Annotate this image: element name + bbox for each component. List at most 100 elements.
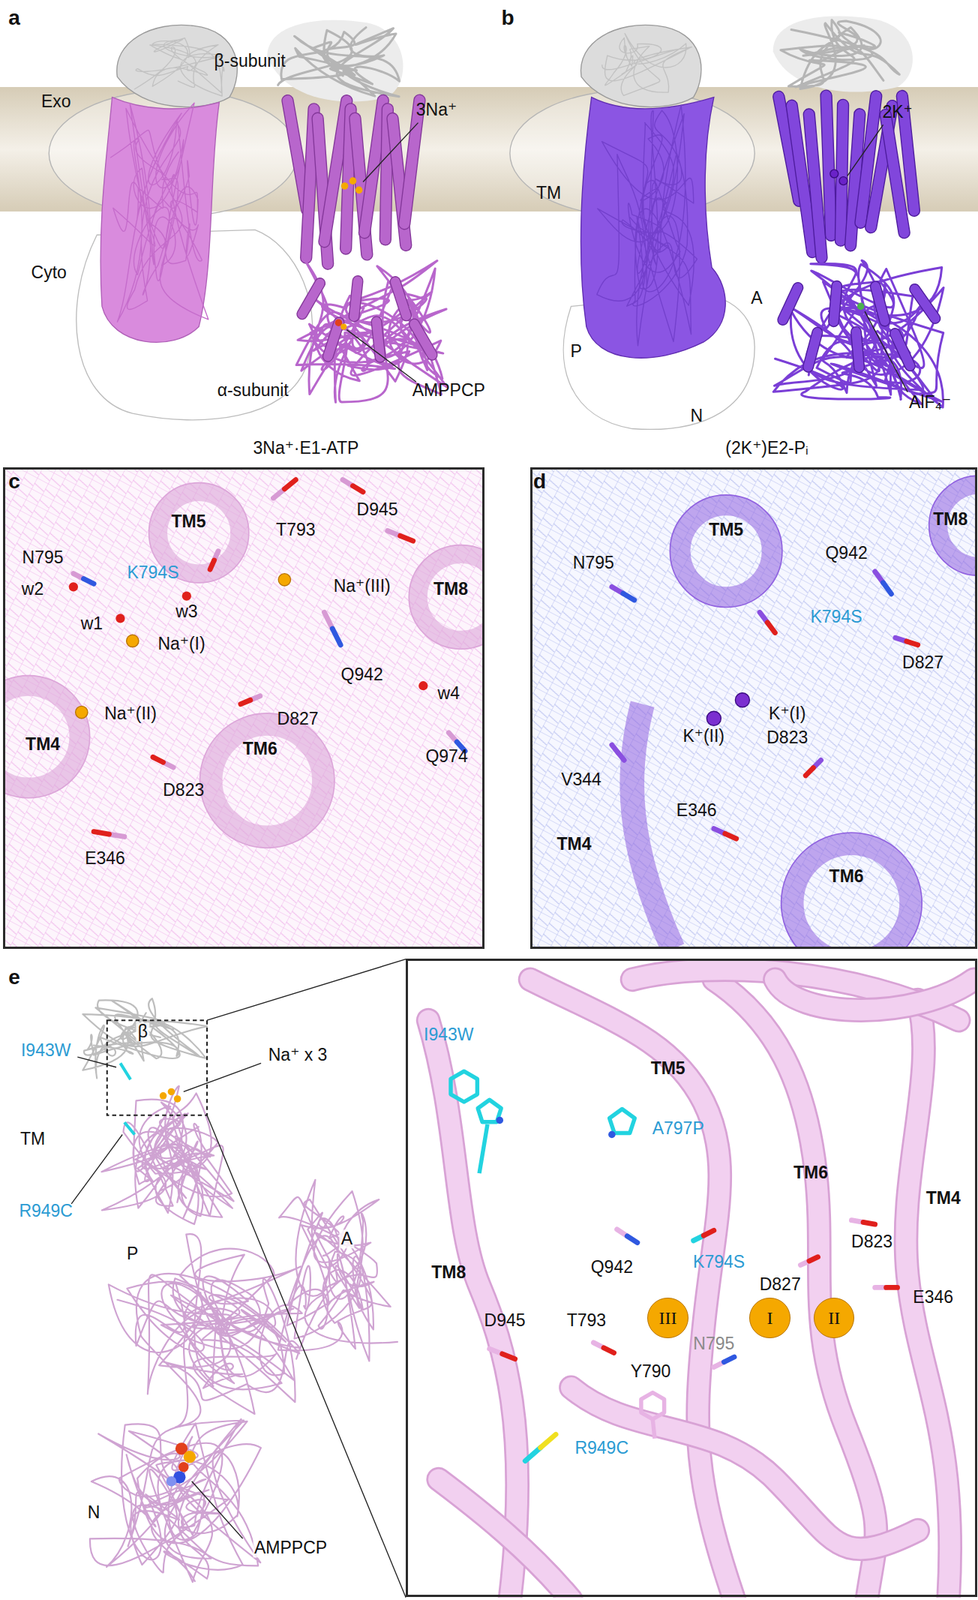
panel-b-art xyxy=(510,16,944,430)
leader-line xyxy=(71,1134,123,1203)
figure-label: Na⁺ x 3 xyxy=(268,1046,328,1065)
helix-tube xyxy=(530,979,735,1598)
atom-sphere xyxy=(183,1450,196,1463)
beta-density xyxy=(580,24,701,107)
helix-label: TM4 xyxy=(25,735,60,754)
leader-line xyxy=(847,124,884,176)
panel-a-art xyxy=(48,20,447,420)
residue-label: Q974 xyxy=(425,747,468,766)
residue-label: Q942 xyxy=(591,1258,633,1278)
atom-sphere xyxy=(126,634,139,647)
inset-box: I943WTM5A797PTM6TM4D823TM8Q942K794SD827E… xyxy=(405,958,977,1597)
helix-label: TM5 xyxy=(708,520,744,540)
helix-label: TM8 xyxy=(431,1263,466,1282)
residue-label: E346 xyxy=(912,1287,954,1307)
helix-tube-edge xyxy=(438,1479,572,1598)
cyto-ribbon xyxy=(773,260,944,408)
figure-label: A xyxy=(750,289,762,309)
helix-label: TM6 xyxy=(243,740,278,759)
atom-sphere xyxy=(839,177,848,186)
residue-stick-tip xyxy=(618,752,624,760)
atom-sphere xyxy=(418,681,428,690)
helix-cylinder xyxy=(850,326,865,373)
residue-label: D945 xyxy=(357,500,399,519)
helix-cylinder xyxy=(801,326,824,374)
helix-cylinder xyxy=(776,280,805,327)
residue-label: D827 xyxy=(902,653,944,672)
figure-label: AMPPCP xyxy=(412,381,486,400)
residue-label: K794S xyxy=(693,1253,745,1272)
residue-label: D823 xyxy=(851,1233,893,1252)
residue-stick-tip xyxy=(723,1356,735,1362)
atom-sphere xyxy=(159,1092,168,1100)
helix-tube-edge xyxy=(781,832,923,949)
residue-label: N795 xyxy=(573,553,615,573)
residue-stick xyxy=(479,1124,488,1173)
panel-letter: e xyxy=(8,965,21,989)
tm-ribbon xyxy=(101,1086,234,1224)
beta-cartoon-fill xyxy=(773,16,913,93)
residue-label: Y790 xyxy=(630,1362,672,1381)
helix-label: TM6 xyxy=(793,1163,828,1182)
figure-label: P xyxy=(125,1245,140,1264)
atom-sphere xyxy=(69,582,78,591)
residue-stick-tip xyxy=(603,1347,615,1353)
ion-site-circle: II xyxy=(813,1297,855,1338)
leader-line xyxy=(192,1481,243,1539)
site-number: I xyxy=(767,1308,774,1327)
site-number: III xyxy=(659,1308,678,1327)
residue-label: E346 xyxy=(676,801,717,820)
residue-stick xyxy=(525,1447,540,1461)
ion-site-circle: III xyxy=(647,1297,688,1338)
atom-sphere xyxy=(182,591,192,600)
atom-sphere xyxy=(341,182,349,190)
a-domain-ribbon xyxy=(278,1179,398,1362)
residue-label: D823 xyxy=(766,729,808,748)
helix-tube xyxy=(792,843,912,949)
residue-label: R949C xyxy=(574,1438,629,1458)
helix-tube-edge xyxy=(530,979,735,1598)
residue-label: w3 xyxy=(175,602,198,621)
figure-label: N xyxy=(690,406,703,426)
helix-cylinder xyxy=(820,90,837,242)
figure-label: 3Na⁺·E1-ATP xyxy=(253,439,360,459)
atom-sphere xyxy=(355,186,363,195)
residue-label: Na⁺(II) xyxy=(104,704,157,723)
helix-tube-edge xyxy=(408,545,485,650)
helix-label: TM5 xyxy=(171,513,207,532)
figure-label: I943W xyxy=(21,1041,71,1060)
residue-stick-tip xyxy=(332,628,341,645)
figure-label: α-subunit xyxy=(217,381,289,400)
residue-label: D945 xyxy=(484,1311,526,1330)
figure-label: β xyxy=(136,1022,150,1041)
leader-line xyxy=(864,311,908,392)
helix-label: TM5 xyxy=(651,1059,686,1078)
atom-sphere xyxy=(857,303,865,311)
residue-label: Q942 xyxy=(825,544,867,564)
atom-sphere xyxy=(735,693,750,708)
residue-label: w1 xyxy=(81,614,103,633)
helix-tube-edge xyxy=(669,495,783,608)
residue-stick-tip xyxy=(284,480,296,489)
atom-sphere xyxy=(496,1116,504,1125)
residue-label: K⁺(I) xyxy=(768,704,806,723)
panel-box: cT793D945TM5N795K794SNa⁺(III)TM8w2w3w1Na… xyxy=(3,467,485,949)
figure-label: P xyxy=(570,342,582,361)
helix-tube xyxy=(3,685,80,788)
helix-label: TM8 xyxy=(433,579,468,599)
atom-sphere xyxy=(278,573,291,586)
leader-line xyxy=(183,1062,261,1092)
figure-label: TM xyxy=(536,184,561,204)
panel-c-art xyxy=(3,467,485,949)
helix-tube xyxy=(632,704,674,949)
atom-sphere xyxy=(115,613,125,623)
zoom-box xyxy=(107,1020,207,1115)
residue-stick-tip xyxy=(210,560,214,570)
figure-label: R949C xyxy=(18,1202,73,1221)
atom-sphere xyxy=(168,1088,176,1096)
helix-cylinder xyxy=(407,317,439,363)
density-texture xyxy=(597,105,698,346)
beta-ribbon xyxy=(278,27,400,97)
